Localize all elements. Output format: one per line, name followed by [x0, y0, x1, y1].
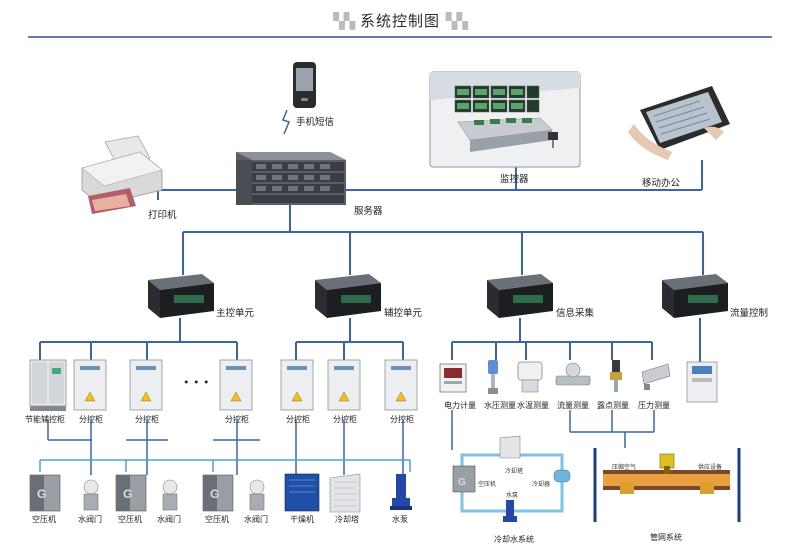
- water-lines: [39, 459, 411, 472]
- cabinet-label: 分控柜: [286, 415, 310, 424]
- equipment-lines: [47, 410, 655, 475]
- equipment-label: 水阀门: [157, 515, 181, 524]
- server-icon: [236, 152, 346, 205]
- dewpoint-sensor-icon: [610, 360, 622, 392]
- title-decoration-left: ▚▚: [333, 12, 355, 30]
- cabinet-lines: [39, 318, 701, 362]
- equipment-label: 水泵: [392, 515, 408, 524]
- cooling-compressor-label: 空压机: [478, 481, 497, 488]
- equipment-label: 空压机: [205, 515, 229, 524]
- sensor-label: 流量测量: [557, 401, 589, 410]
- warning-icon: [84, 391, 407, 402]
- sensor-label: 压力测量: [638, 401, 670, 410]
- flow-controller-icon: [686, 361, 718, 403]
- signal-icon: [282, 109, 291, 135]
- equipment-label: 干燥机: [290, 515, 314, 524]
- equipment-label: 空压机: [118, 515, 142, 524]
- printer-label: 打印机: [148, 210, 177, 221]
- controller-label-flow: 流量控制: [730, 308, 769, 319]
- monitor-label: 监控器: [500, 174, 529, 185]
- printer-icon: [81, 135, 163, 214]
- power-meter-icon: [439, 363, 467, 393]
- pipe-system-title: 管网系统: [650, 533, 682, 542]
- title-decoration-right: ▚▚: [445, 12, 468, 30]
- page-title: ▚▚ 系统控制图 ▚▚: [333, 12, 468, 30]
- sensor-label: 水压测量: [484, 401, 516, 410]
- pipe-right-label: 供应设备: [698, 464, 723, 471]
- air-compressor-icon: G: [29, 474, 61, 512]
- server-label: 服务器: [354, 206, 383, 217]
- controller-label-info: 信息采集: [556, 308, 595, 319]
- cooling-tower-icon: [329, 473, 361, 513]
- water-pump-icon: [390, 474, 412, 510]
- cooling-pump-label: 水泵: [506, 492, 519, 499]
- cabinet-label: 分控柜: [390, 415, 414, 424]
- mobile-office-label: 移动办公: [642, 178, 681, 189]
- flow-meter-icon: [555, 362, 591, 386]
- phone-icon: [293, 62, 316, 108]
- pipeline-diagram: [593, 448, 741, 522]
- pressure-sensor-icon: [488, 360, 498, 394]
- controller-flow-icon: [662, 274, 728, 318]
- svg-text:G: G: [123, 487, 132, 501]
- controller-label-aux: 辅控单元: [384, 308, 423, 319]
- controller-info-icon: [487, 274, 553, 318]
- svg-text:G: G: [37, 487, 46, 501]
- sensor-label: 露点测量: [597, 401, 629, 410]
- cabinet-label: 分控柜: [333, 415, 357, 424]
- controller-aux-icon: [315, 274, 381, 318]
- equipment-label: 空压机: [32, 515, 56, 524]
- cabinet-label: 分控柜: [79, 415, 103, 424]
- sensor-label: 电力计量: [444, 401, 476, 410]
- phone-label: 手机短信: [296, 117, 335, 128]
- cabinet-group-1: [73, 359, 418, 411]
- svg-text:G: G: [210, 487, 219, 501]
- monitor-room-image: [429, 71, 581, 168]
- air-compressor-icon: G: [115, 474, 147, 512]
- cabinet-label: 分控柜: [225, 415, 249, 424]
- svg-text:G: G: [458, 477, 466, 488]
- sensor-label: 水温测量: [517, 401, 549, 410]
- equipment-label: 冷却塔: [335, 515, 359, 524]
- controller-label-main: 主控单元: [216, 308, 255, 319]
- pipe-left-label: 压缩空气: [612, 464, 637, 471]
- cooler-label: 冷却器: [532, 481, 551, 488]
- dryer-icon: [284, 473, 320, 512]
- water-valve-icon: [162, 479, 178, 511]
- ellipsis: • • •: [183, 376, 210, 389]
- controller-main-icon: [148, 274, 214, 318]
- cabinet-panel-indicators: [80, 366, 411, 370]
- cabinet-energy-icon: [29, 359, 67, 411]
- cooling-tower-label: 冷却塔: [505, 468, 524, 475]
- cabinet-label: 分控柜: [135, 415, 159, 424]
- equipment-label: 水阀门: [78, 515, 102, 524]
- temperature-sensor-icon: [517, 361, 543, 393]
- pressure-transmitter-icon: [641, 363, 671, 390]
- cooling-system-title: 冷却水系统: [494, 535, 534, 544]
- air-compressor-icon: G: [202, 474, 234, 512]
- equipment-label: 水阀门: [244, 515, 268, 524]
- tablet-image: [628, 86, 730, 160]
- cooling-water-diagram: G: [452, 435, 571, 522]
- water-valve-icon: [249, 479, 265, 511]
- cabinet-label: 节能辅控柜: [25, 415, 65, 424]
- water-valve-icon: [83, 479, 99, 511]
